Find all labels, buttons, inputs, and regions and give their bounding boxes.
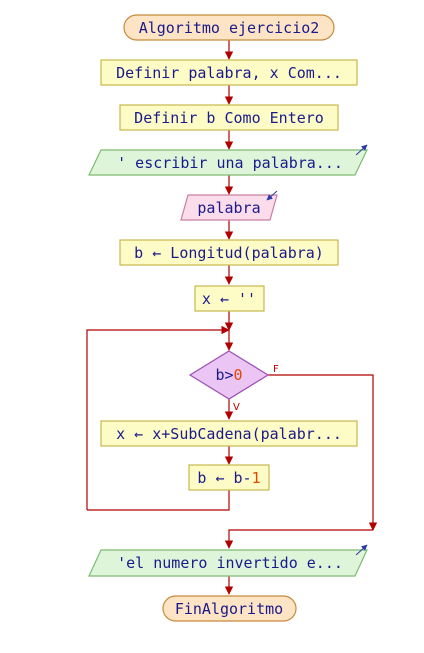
loop-body-process-2: b ← b-1: [188, 464, 270, 491]
connectors: [86, 40, 378, 595]
end-label: FinAlgoritmo: [175, 600, 283, 618]
loop-body-2-number: 1: [252, 469, 261, 487]
input-arrow-icon: [266, 190, 278, 201]
input-read-1: palabra: [180, 190, 278, 221]
loop-body-2-var: b ← b-: [197, 469, 251, 487]
output-write-2: 'el numero invertido e...: [88, 544, 368, 577]
start-terminal: Algoritmo ejercicio2: [123, 14, 335, 41]
branch-true-label: V: [233, 402, 240, 413]
assign-process-2: x ← '': [194, 285, 265, 312]
output-arrow-icon: [355, 544, 368, 556]
decision-number: 0: [234, 366, 243, 384]
assign-1-label: b ← Longitud(palabra): [134, 244, 324, 262]
start-label: Algoritmo ejercicio2: [139, 19, 320, 37]
output-arrow-icon: [355, 144, 368, 156]
define-2-label: Definir b Como Entero: [134, 109, 324, 127]
output-write-1: ' escribir una palabra...: [88, 144, 368, 176]
end-terminal: FinAlgoritmo: [162, 595, 297, 622]
loop-decision: b>0 F V: [188, 350, 279, 413]
read-1-label: palabra: [197, 199, 260, 217]
branch-false-label: F: [273, 364, 279, 375]
loop-body-2-label: b ← b-1: [197, 469, 260, 487]
assign-2-label: x ← '': [202, 290, 256, 308]
loop-body-process-1: x ← x+SubCadena(palabr...: [100, 420, 358, 447]
write-2-label: 'el numero invertido e...: [117, 554, 343, 572]
define-1-label: Definir palabra, x Com...: [116, 64, 342, 82]
define-process-2: Definir b Como Entero: [119, 104, 339, 131]
loop-body-1-label: x ← x+SubCadena(palabr...: [116, 425, 342, 443]
define-process-1: Definir palabra, x Com...: [100, 59, 358, 86]
assign-process-1: b ← Longitud(palabra): [119, 239, 339, 266]
decision-label: b>0: [215, 366, 242, 384]
decision-var: b>: [215, 366, 233, 384]
write-1-label: ' escribir una palabra...: [117, 154, 343, 172]
